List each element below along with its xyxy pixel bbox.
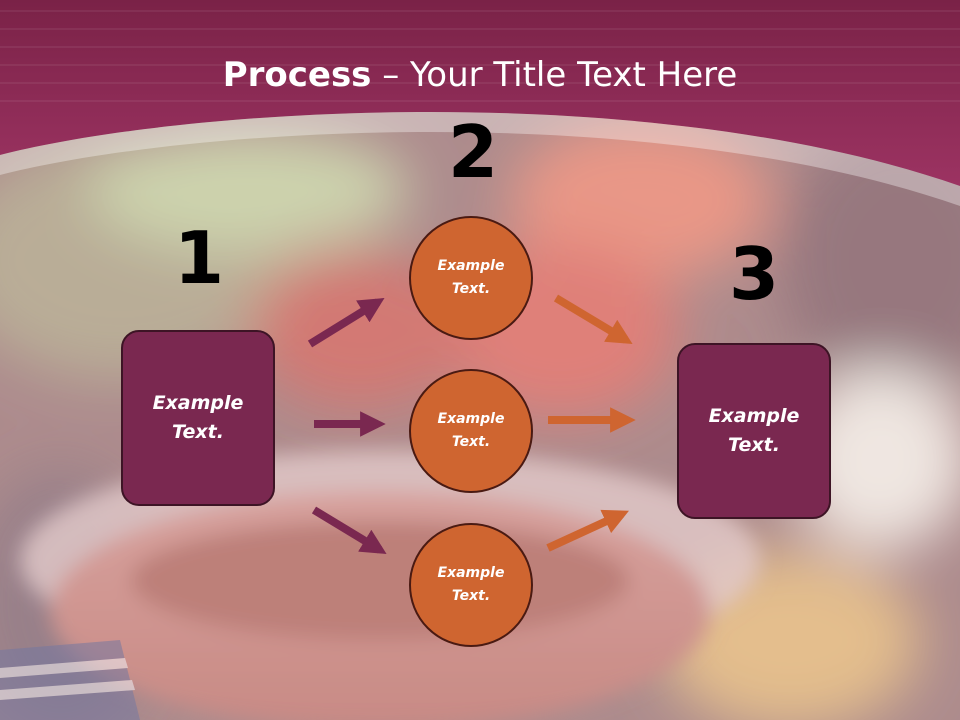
arrow-left-up	[307, 297, 385, 348]
step-circle-middle-text: Example Text.	[437, 411, 505, 450]
step-box-1-text: Example Text.	[152, 392, 244, 443]
step-number-3: 3	[728, 232, 780, 316]
title-bold: Process	[222, 55, 372, 95]
slide-title: Process – Your Title Text Here	[0, 52, 960, 98]
step-box-3: Example Text.	[677, 343, 831, 519]
step-circle-bottom: Example Text.	[409, 523, 533, 647]
step-circle-middle: Example Text.	[409, 369, 533, 493]
title-rest: – Your Title Text Here	[371, 55, 738, 95]
step-box-3-text: Example Text.	[708, 405, 800, 456]
step-number-1: 1	[173, 216, 225, 300]
step-circle-top-text: Example Text.	[437, 258, 505, 297]
arrow-left-down	[311, 506, 387, 554]
step-box-1: Example Text.	[121, 330, 275, 506]
arrow-right-down	[546, 509, 629, 552]
step-number-2: 2	[447, 110, 499, 194]
arrow-right-up	[553, 294, 633, 344]
step-circle-top: Example Text.	[409, 216, 533, 340]
step-circle-bottom-text: Example Text.	[437, 565, 505, 604]
